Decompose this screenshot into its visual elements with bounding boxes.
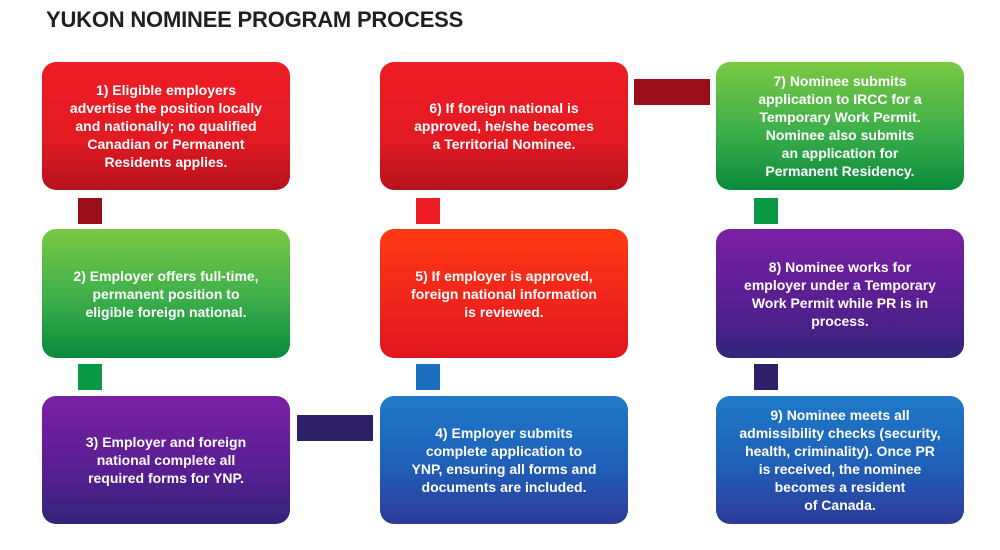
step-5-text: 5) If employer is approved, foreign nati… xyxy=(411,267,597,320)
step-2-box: 2) Employer offers full-time, permanent … xyxy=(42,229,290,358)
step-8-text: 8) Nominee works for employer under a Te… xyxy=(744,258,936,329)
step-9-box: 9) Nominee meets all admissibility check… xyxy=(716,396,964,524)
step-2-text: 2) Employer offers full-time, permanent … xyxy=(73,267,259,320)
step-8-box: 8) Nominee works for employer under a Te… xyxy=(716,229,964,358)
step-6-text: 6) If foreign national is approved, he/s… xyxy=(414,100,594,152)
step-4-text: 4) Employer submits complete application… xyxy=(411,425,597,495)
connector-1-2 xyxy=(78,198,102,224)
step-7-box: 7) Nominee submits application to IRCC f… xyxy=(716,62,964,190)
connector-3-4 xyxy=(297,415,373,441)
step-4-box: 4) Employer submits complete application… xyxy=(380,396,628,524)
connector-6-7 xyxy=(634,79,710,105)
connector-8-9 xyxy=(754,364,778,390)
diagram-title: YUKON NOMINEE PROGRAM PROCESS xyxy=(46,7,464,32)
step-3-box: 3) Employer and foreign national complet… xyxy=(42,396,290,524)
connector-2-3 xyxy=(78,364,102,390)
connector-4-5 xyxy=(416,364,440,390)
step-5-box: 5) If employer is approved, foreign nati… xyxy=(380,229,628,358)
step-6-box: 6) If foreign national is approved, he/s… xyxy=(380,62,628,190)
step-1-text: 1) Eligible employers advertise the posi… xyxy=(69,82,263,170)
step-7-text: 7) Nominee submits application to IRCC f… xyxy=(758,73,922,179)
step-9-text: 9) Nominee meets all admissibility check… xyxy=(739,407,941,513)
connector-7-8 xyxy=(754,198,778,224)
connector-5-6 xyxy=(416,198,440,224)
step-1-box: 1) Eligible employers advertise the posi… xyxy=(42,62,290,190)
step-3-text: 3) Employer and foreign national complet… xyxy=(85,434,247,486)
